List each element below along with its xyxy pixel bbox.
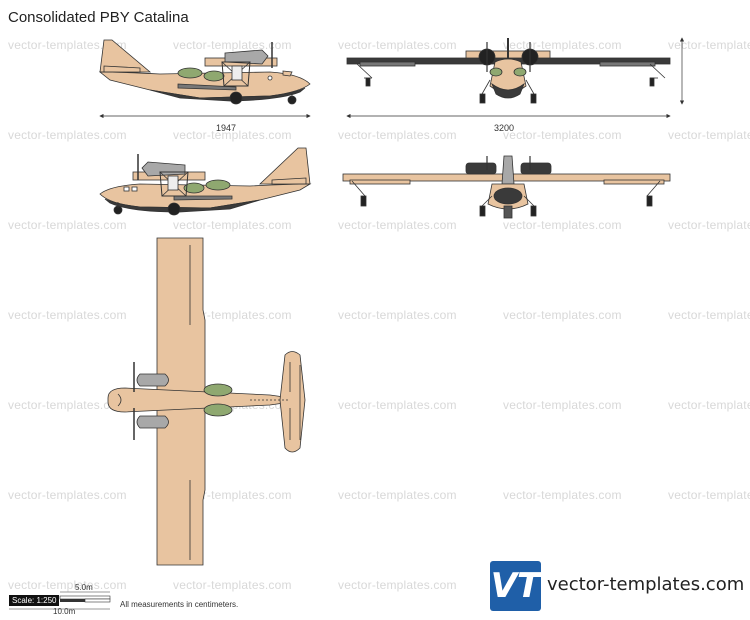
watermark: vector-templates.com [668,308,750,322]
watermark: vector-templates.com [338,128,457,142]
watermark: vector-templates.com [668,218,750,232]
side-view-left [98,39,311,105]
scale-label: Scale: 1:250 [9,595,59,606]
side-view-right [99,147,312,216]
watermark: vector-templates.com [8,38,127,52]
watermark: vector-templates.com [503,488,622,502]
watermark: vector-templates.com [8,488,127,502]
rear-view [342,155,671,219]
watermark: vector-templates.com [338,308,457,322]
watermark: vector-templates.com [8,128,127,142]
page-title: Consolidated PBY Catalina [8,9,189,26]
watermark: vector-templates.com [8,398,127,412]
watermark: vector-templates.com [668,38,750,52]
watermark: vector-templates.com [503,128,622,142]
watermark: vector-templates.com [173,128,292,142]
measurement-note: All measurements in centimeters. [120,600,239,609]
watermark: vector-templates.com [668,488,750,502]
watermark: vector-templates.com [338,398,457,412]
watermark: vector-templates.com [668,398,750,412]
watermark: vector-templates.com [503,218,622,232]
scale-mark-10m: 10.0m [53,607,76,616]
scale-bar [9,591,111,610]
brand-logo[interactable]: VT [490,561,541,611]
watermark: vector-templates.com [173,38,292,52]
watermark: vector-templates.com [503,308,622,322]
watermark: vector-templates.com [8,308,127,322]
watermark: vector-templates.com [668,128,750,142]
watermark: vector-templates.com [338,578,457,592]
front-view [346,38,671,104]
watermark: vector-templates.com [8,578,127,592]
watermark: vector-templates.com [503,38,622,52]
watermark: vector-templates.com [173,218,292,232]
brand-name-link[interactable]: vector-templates.com [547,574,745,595]
scale-mark-5m: 5.0m [75,583,93,592]
top-view [107,237,306,566]
logo-text: VT [490,566,541,606]
watermark: vector-templates.com [338,218,457,232]
span-dimension-label: 3200 [494,123,515,133]
watermark: vector-templates.com [8,218,127,232]
watermark: vector-templates.com [338,38,457,52]
length-dimension-label: 1947 [216,123,237,133]
watermark: vector-templates.com [338,488,457,502]
watermark: vector-templates.com [503,398,622,412]
watermark: vector-templates.com [173,578,292,592]
